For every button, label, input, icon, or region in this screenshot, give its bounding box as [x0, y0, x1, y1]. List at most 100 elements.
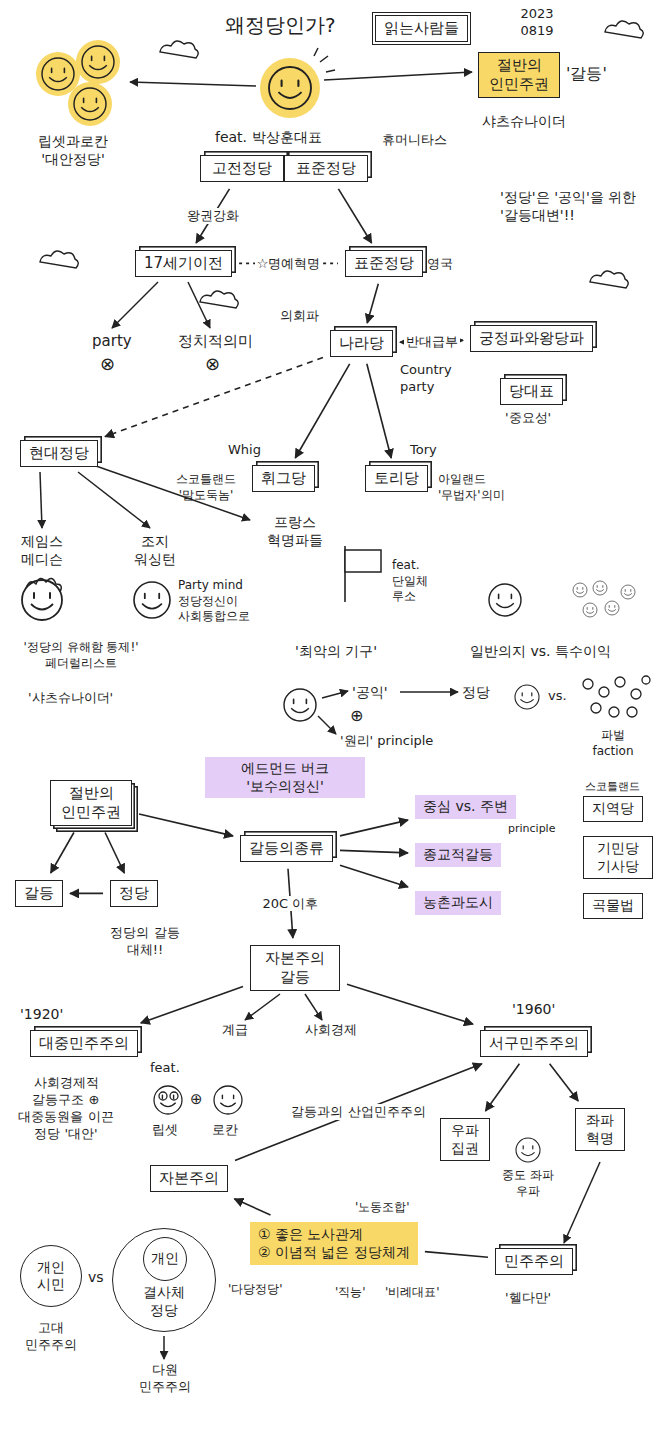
concept-box: 토리당 — [365, 465, 428, 492]
note-text: Tory — [410, 442, 437, 459]
concept-box: 자본주의 — [150, 1165, 228, 1192]
note-text: feat. — [150, 1060, 180, 1077]
face-icon — [74, 88, 106, 120]
faction-dot — [631, 689, 641, 699]
node-text: 자본주의 — [159, 1169, 219, 1188]
faction-dot — [591, 703, 601, 713]
arrow — [564, 1162, 600, 1243]
node-text: 갈등의종류 — [249, 839, 324, 858]
faction-dot — [627, 707, 637, 717]
faction-dot — [599, 687, 609, 697]
edge-label: 20C 이후 — [261, 896, 321, 912]
node-text: 당대표 — [509, 382, 554, 401]
node-text: 결사체 정당 — [140, 1284, 188, 1319]
concept-box: 개인 시민 — [20, 1245, 82, 1307]
node-text: ② 이념적 넓은 정당체계 — [258, 1244, 410, 1262]
faction-dot — [609, 707, 619, 717]
highlight-blob — [260, 58, 320, 118]
note-text: '원리' principle — [340, 733, 433, 750]
glasses — [159, 1092, 167, 1100]
connector-arrow — [340, 820, 408, 836]
note-text: Whig — [228, 442, 261, 459]
note-text: 사회경제 — [305, 1022, 357, 1039]
node-text: 좌파 혁명 — [584, 1112, 616, 1147]
highlight-blob — [76, 40, 120, 84]
flag — [345, 550, 381, 572]
connector-arrow — [338, 189, 371, 243]
node-text: 에드먼드 버크 '보수의정신' — [213, 760, 357, 795]
note-text: 샤츠슈나이더 — [482, 112, 566, 130]
node-text: 서구민주주의 — [489, 1034, 579, 1053]
node-text: 농촌과도시 — [423, 894, 493, 912]
title-text: 왜정당인가? — [225, 12, 336, 39]
concept-box: 정당 — [110, 880, 158, 907]
arrow — [318, 716, 336, 734]
sparkle — [314, 48, 335, 72]
connector-arrow — [367, 284, 378, 323]
note-text: principle — [508, 822, 555, 836]
note-text: 제임스 메디슨 — [12, 532, 72, 568]
node-text: 절반의 인민주권 — [59, 784, 123, 822]
note-text: 영국 — [427, 256, 453, 273]
note-text: vs — [88, 1268, 104, 1286]
node-text: 고전정당 — [209, 159, 275, 178]
face-icon — [134, 582, 170, 618]
note-text: 사회경제적 갈등구조 ⊕ 대중동원을 이끈 정당 '대안' — [12, 1075, 120, 1143]
face-icon — [489, 584, 521, 616]
note-text: 중도 좌파 우파 — [498, 1168, 558, 1199]
face-icon — [269, 67, 311, 109]
edge-label: 반대급부 — [404, 334, 460, 350]
connector-arrow — [139, 814, 233, 836]
note-text: '정당'은 '공익'을 위한 '갈등대변'!! — [500, 188, 645, 224]
connector-arrow — [347, 984, 473, 1024]
face-icon — [605, 601, 619, 615]
note-text: 조지 워싱턴 — [125, 532, 185, 568]
note-text: 2023 0819 — [512, 6, 562, 40]
node-text: 표준정당 — [354, 254, 414, 273]
highlight-blob — [36, 52, 80, 96]
note-text: feat. 박상훈대표 — [215, 128, 322, 146]
note-text: party — [92, 332, 132, 352]
arrow — [163, 1336, 165, 1359]
node-text: 대중민주주의 — [39, 1034, 129, 1053]
note-text: '다당정당' — [228, 1282, 283, 1298]
concept-box: 대중민주주의 — [30, 1030, 138, 1057]
face-icon — [154, 1086, 182, 1114]
arrow — [322, 691, 348, 698]
concept-box: 우파 집권 — [440, 1118, 490, 1161]
hair — [26, 578, 61, 592]
note-text: ⊗ — [205, 352, 220, 375]
connector-arrow — [141, 986, 243, 1023]
face-icon — [573, 583, 587, 597]
note-text: '노동조합' — [355, 1200, 410, 1216]
concept-box: 에드먼드 버크 '보수의정신' — [205, 757, 365, 798]
face-icon — [284, 689, 316, 721]
connector-arrow — [105, 833, 124, 874]
connector-arrow — [425, 1252, 488, 1258]
cloud — [605, 21, 643, 38]
node-text: 민주주의 — [504, 1252, 564, 1271]
note-text: 파벌 faction — [582, 728, 644, 759]
arrow — [400, 691, 458, 693]
note-text: '정당의 유해함 통제!' 페더럴리스트 — [6, 640, 156, 671]
node-text: 휘그당 — [261, 469, 306, 488]
concept-box: 당대표 — [500, 378, 563, 405]
node-text: 개인 — [151, 1250, 179, 1268]
concept-box: 현대정당 — [20, 440, 98, 467]
concept-box: ① 좋은 노사관계② 이념적 넓은 정당체계 — [250, 1222, 418, 1265]
concept-box: 읽는사람들 — [372, 12, 471, 45]
note-text: 로칸 — [212, 1122, 238, 1139]
concept-box: 기민당 기사당 — [583, 836, 653, 879]
concept-box: 서구민주주의 — [480, 1030, 588, 1057]
connector-arrow — [70, 893, 103, 895]
node-text: 중심 vs. 주변 — [423, 798, 508, 816]
connector-arrow — [486, 1064, 520, 1111]
node-text: 나라당 — [339, 334, 384, 353]
note-text: ⊕ — [190, 1090, 203, 1110]
concept-box: 휘그당 — [252, 465, 315, 492]
note-text: Country party — [400, 362, 480, 396]
note-text: 스코틀랜드 — [585, 780, 640, 794]
cloud — [200, 291, 238, 308]
node-text: 토리당 — [374, 469, 419, 488]
note-text: '1960' — [512, 1000, 555, 1018]
